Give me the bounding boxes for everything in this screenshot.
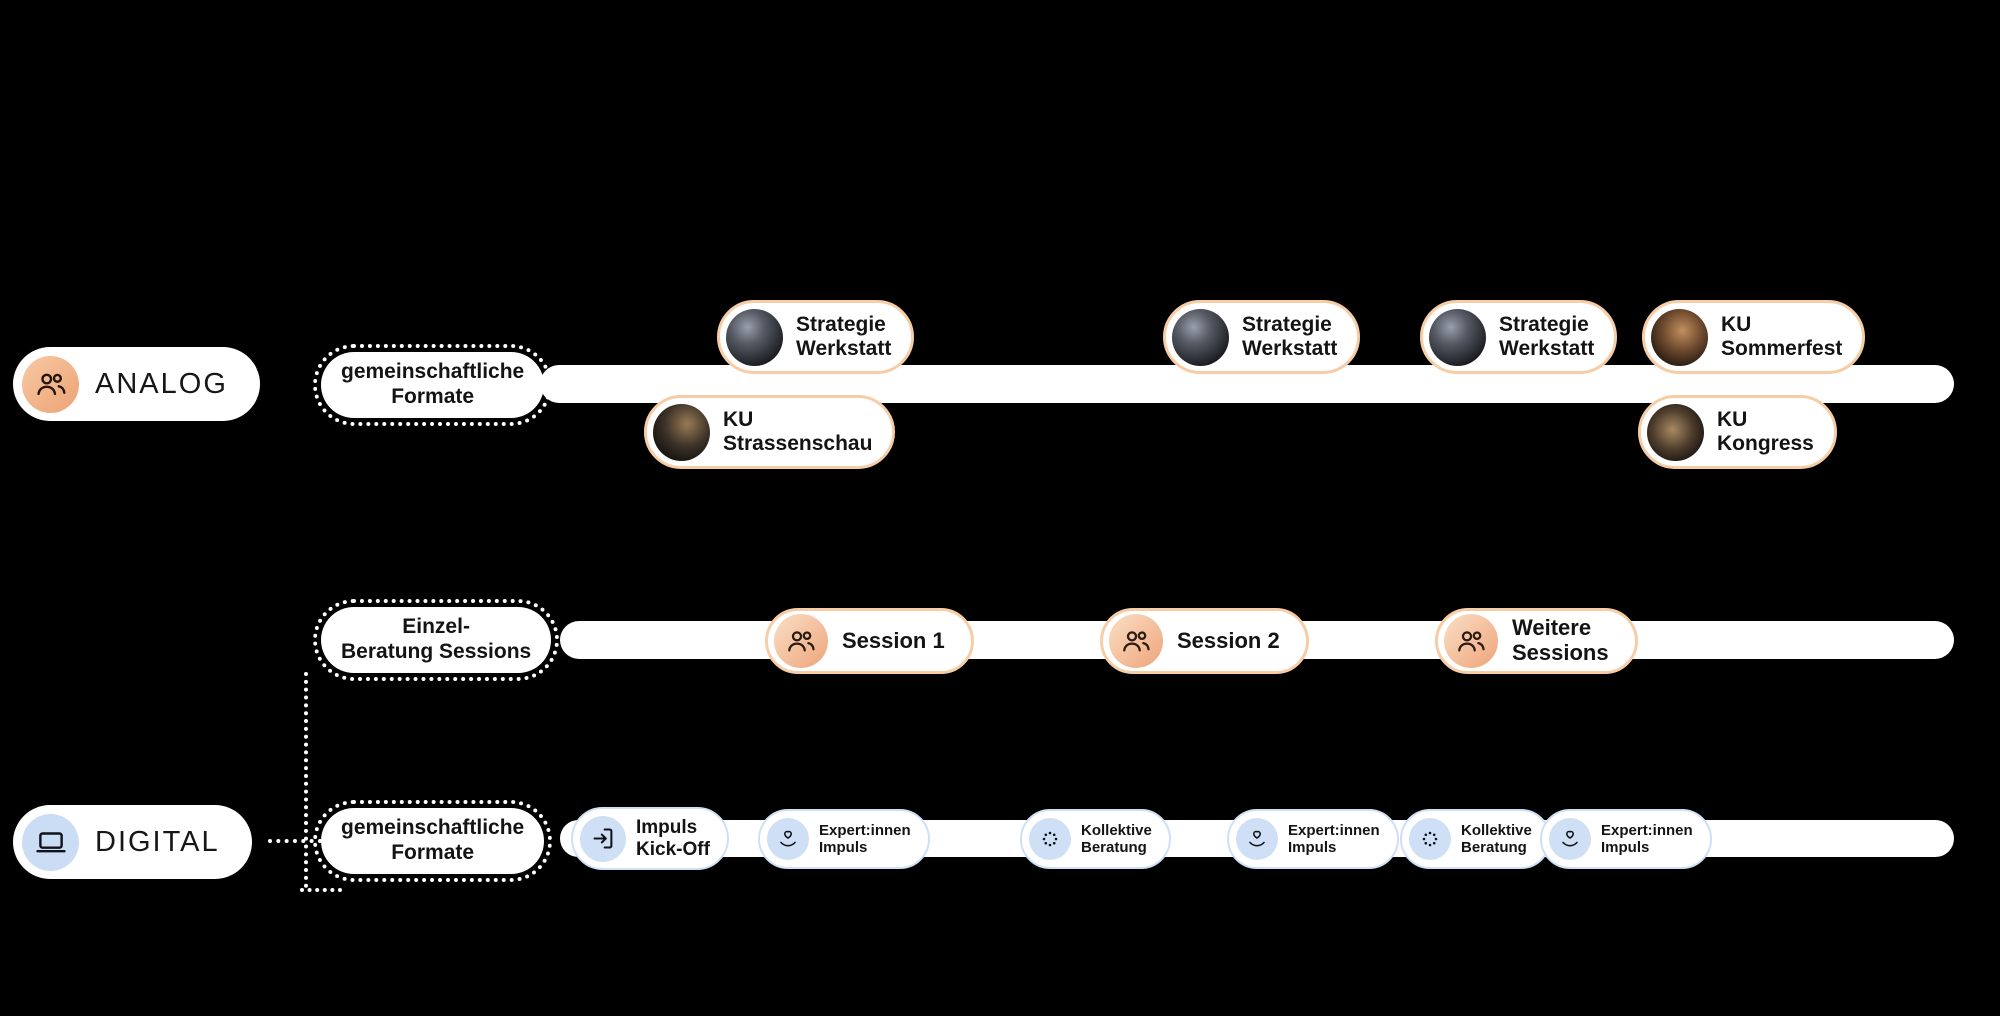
session-title: Weitere Sessions	[1512, 615, 1609, 665]
event-strategie-werkstatt-3: Strategie Werkstatt	[1420, 300, 1618, 374]
dotted-connector-digital-formats	[268, 839, 322, 843]
digital-event-title: Expert:innen Impuls	[1601, 821, 1693, 856]
ku-kongress-photo	[1647, 403, 1704, 461]
hand-heart-icon	[1236, 818, 1278, 860]
event-kollektive-beratung-1: Kollektive Beratung	[1020, 809, 1171, 869]
analog-formats-label: gemeinschaftliche Formate	[341, 360, 525, 408]
digital-event-title: Expert:innen Impuls	[1288, 821, 1380, 856]
strategie-werkstatt-photo	[1429, 308, 1486, 366]
event-weitere-sessions: Weitere Sessions	[1435, 608, 1638, 674]
digital-track-pill: DIGITAL	[13, 805, 252, 879]
event-title: Strategie Werkstatt	[796, 313, 892, 360]
digital-event-title: Kollektive Beratung	[1461, 821, 1532, 856]
event-session-1: Session 1	[765, 608, 974, 674]
analog-formats-pill: gemeinschaftliche Formate	[312, 344, 553, 426]
beratung-sessions-label: Einzel- Beratung Sessions	[341, 615, 532, 663]
event-expertinnen-impuls-1: Expert:innen Impuls	[758, 809, 930, 869]
event-title: Strategie Werkstatt	[1499, 313, 1595, 360]
digital-event-title: Expert:innen Impuls	[819, 821, 911, 856]
ku-strassenschau-photo	[653, 403, 710, 461]
event-title: Strategie Werkstatt	[1242, 313, 1338, 360]
digital-formats-label: gemeinschaftliche Formate	[341, 816, 525, 864]
event-title: KU Strassenschau	[723, 408, 873, 455]
digital-track-label: DIGITAL	[95, 825, 220, 858]
strategie-werkstatt-photo	[726, 308, 783, 366]
digital-event-title: Impuls Kick-Off	[636, 816, 710, 860]
hand-heart-icon	[767, 818, 809, 860]
event-impuls-kickoff: Impuls Kick-Off	[571, 807, 729, 870]
dotted-circle-icon	[1029, 818, 1071, 860]
event-kollektive-beratung-2: Kollektive Beratung	[1400, 809, 1551, 869]
hand-heart-icon	[1549, 818, 1591, 860]
people-pair-icon	[774, 614, 828, 668]
event-session-2: Session 2	[1100, 608, 1309, 674]
digital-formats-pill: gemeinschaftliche Formate	[312, 800, 553, 882]
dotted-connector-vertical	[304, 672, 308, 888]
analog-track-pill: ANALOG	[13, 347, 260, 421]
strategie-werkstatt-photo	[1172, 308, 1229, 366]
arrow-enter-icon	[580, 815, 626, 862]
dotted-connector-bottom-tick	[300, 888, 342, 892]
dotted-circle-icon	[1409, 818, 1451, 860]
event-ku-kongress: KU Kongress	[1638, 395, 1837, 469]
event-strategie-werkstatt-1: Strategie Werkstatt	[717, 300, 915, 374]
people-pair-icon	[1444, 614, 1498, 668]
event-expertinnen-impuls-2: Expert:innen Impuls	[1227, 809, 1399, 869]
session-title: Session 1	[842, 627, 945, 653]
event-ku-strassenschau: KU Strassenschau	[644, 395, 896, 469]
event-expertinnen-impuls-3: Expert:innen Impuls	[1540, 809, 1712, 869]
event-title: KU Sommerfest	[1721, 313, 1843, 360]
people-group-icon	[22, 355, 79, 413]
event-title: KU Kongress	[1717, 408, 1814, 455]
session-title: Session 2	[1177, 627, 1280, 653]
beratung-sessions-pill: Einzel- Beratung Sessions	[312, 599, 560, 681]
event-ku-sommerfest: KU Sommerfest	[1642, 300, 1866, 374]
analog-track-label: ANALOG	[95, 367, 228, 400]
ku-sommerfest-photo	[1651, 308, 1708, 366]
laptop-icon	[22, 813, 79, 871]
digital-event-title: Kollektive Beratung	[1081, 821, 1152, 856]
event-strategie-werkstatt-2: Strategie Werkstatt	[1163, 300, 1361, 374]
people-pair-icon	[1109, 614, 1163, 668]
